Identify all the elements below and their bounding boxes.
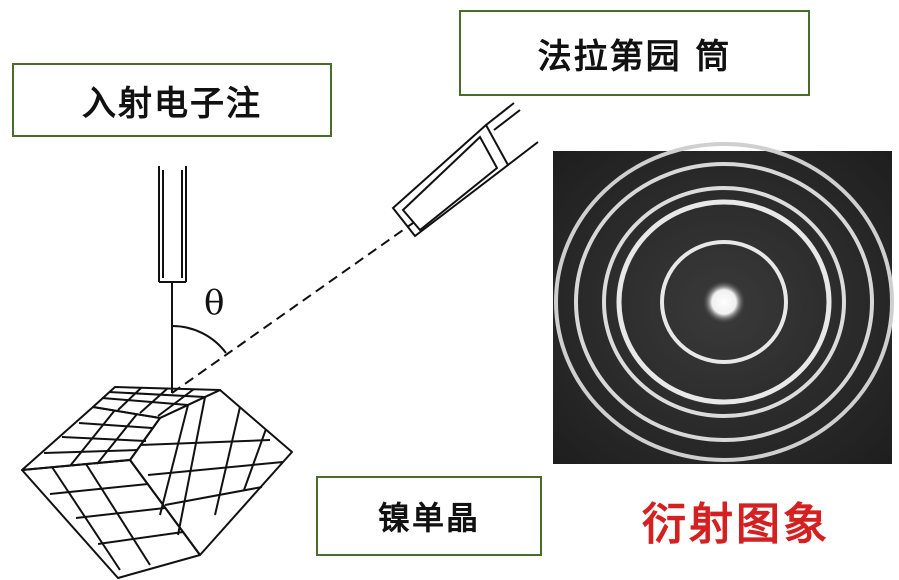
diffraction-ring [616, 199, 832, 405]
faraday-cup [391, 102, 539, 238]
central-spot [702, 280, 746, 324]
diffraction-ring [574, 162, 874, 442]
incident-beam-label: 入射电子注 [82, 83, 262, 124]
diffraction-pattern-image [553, 142, 894, 464]
electron-gun-tube [158, 166, 187, 283]
faraday-cup-label-box: 法拉第园 筒 [459, 10, 810, 96]
diffraction-ring [602, 186, 846, 418]
diffraction-pattern-label: 衍射图象 [642, 499, 830, 550]
nickel-crystal [21, 386, 293, 579]
nickel-crystal-label: 镍单晶 [377, 499, 480, 537]
nickel-crystal-label-box: 镍单晶 [316, 476, 542, 556]
scattered-beam-line [171, 222, 414, 394]
angle-arc [171, 324, 227, 354]
diffraction-pattern-caption: 衍射图象 [608, 490, 864, 550]
incident-beam-label-box: 入射电子注 [12, 63, 332, 137]
diffraction-ring [554, 142, 894, 462]
diffraction-ring [660, 240, 788, 364]
faraday-cup-label: 法拉第园 筒 [537, 36, 732, 77]
angle-theta-label: θ [204, 283, 225, 323]
